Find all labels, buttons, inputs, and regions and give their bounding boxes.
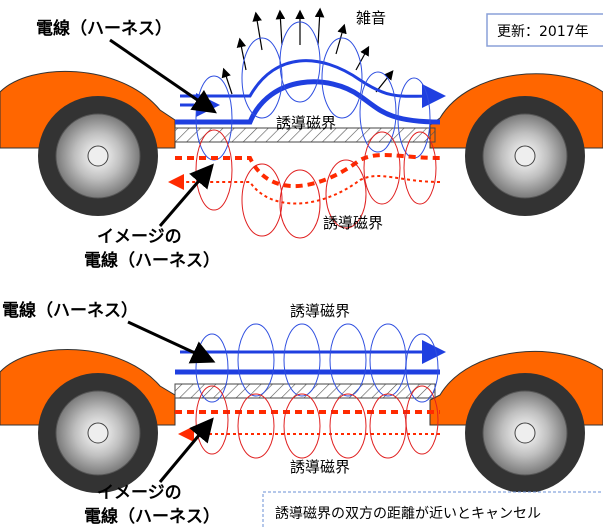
field-loops-lower-2 — [195, 385, 439, 459]
current-arrow — [180, 59, 446, 109]
wheel-right — [465, 96, 585, 216]
image-wire — [175, 152, 441, 189]
bottom-wire-label: 電線（ハーネス） — [2, 300, 138, 321]
top-field-label-upper: 誘導磁界 — [276, 114, 336, 132]
top-panel: 電線（ハーネス） イメージの 電線（ハーネス） 誘導磁界 誘導磁界 — [0, 18, 603, 271]
wheel-right-2 — [465, 373, 585, 493]
ground-plate — [174, 127, 436, 143]
bottom-field-label-upper: 誘導磁界 — [290, 302, 350, 320]
noise-label: 雑音 — [356, 9, 386, 27]
note-box: 誘導磁界の双方の距離が近いとキャンセル — [262, 491, 603, 527]
update-badge-text: 更新：2017年 — [497, 24, 589, 40]
bottom-field-label-lower: 誘導磁界 — [290, 458, 350, 476]
noise-arrows — [221, 7, 394, 95]
field-loops-lower — [195, 129, 437, 239]
ground-plate-2 — [174, 383, 436, 399]
top-wire-label: 電線（ハーネス） — [36, 18, 172, 39]
bottom-image-wire-label-1: イメージの — [97, 483, 182, 503]
top-image-wire-label-2: 電線（ハーネス） — [84, 250, 220, 271]
wheel-left — [38, 96, 158, 216]
field-loops-upper-2 — [195, 323, 439, 403]
note-text: 誘導磁界の双方の距離が近いとキャンセル — [275, 505, 541, 522]
bottom-panel: 電線（ハーネス） イメージの 電線（ハーネス） 誘導磁界 誘導磁界 — [0, 300, 603, 527]
bottom-image-wire-label-2: 電線（ハーネス） — [84, 506, 220, 527]
top-image-wire-label-1: イメージの — [97, 227, 182, 247]
image-current-arrow — [168, 174, 441, 205]
wheel-left-2 — [38, 373, 158, 493]
update-badge: 更新：2017年 — [486, 13, 603, 47]
top-field-label-lower: 誘導磁界 — [323, 214, 383, 232]
